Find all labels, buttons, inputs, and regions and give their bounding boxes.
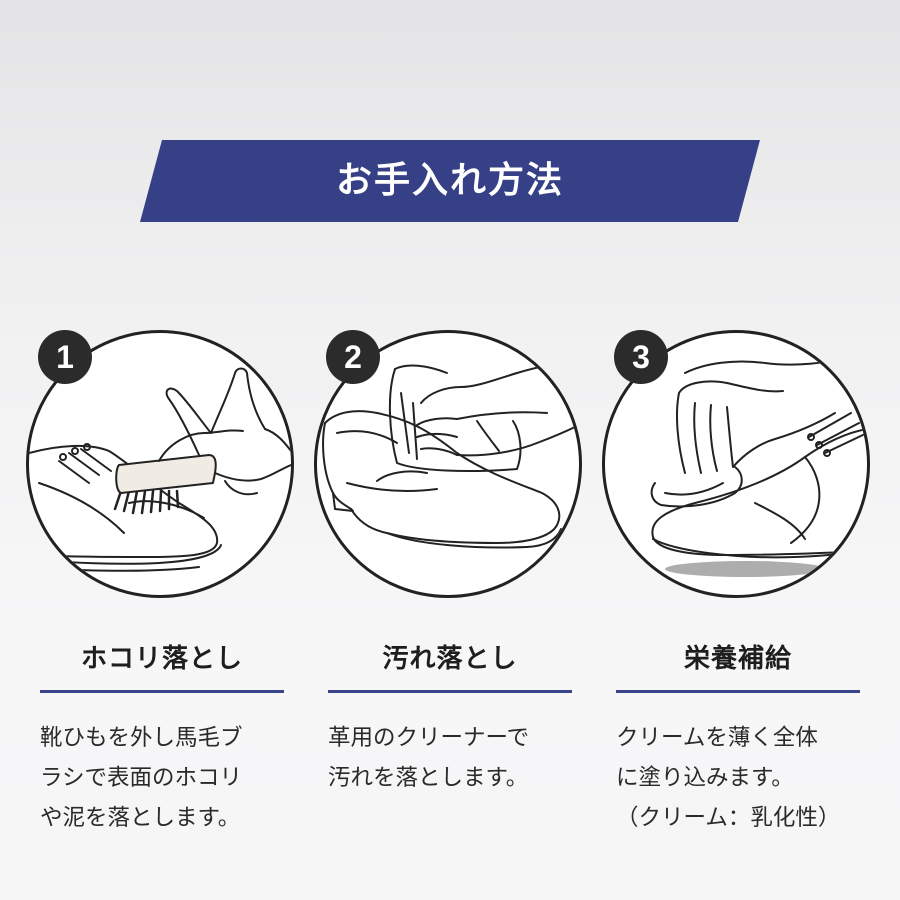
step-3: 3 栄養補給 クリームを薄く全体 に塗り込みます。 （クリーム：乳化性） (598, 330, 878, 850)
wiping-shoe-illustration (322, 360, 579, 549)
title-banner: お手入れ方法 (140, 140, 760, 222)
step-1: 1 ホコリ落とし 靴ひもを外し馬毛ブ ラシで表面のホコリ や泥を落とします。 (22, 330, 302, 850)
step-3-number-badge: 3 (614, 330, 668, 384)
step-2-description: 革用のクリーナーで 汚れを落とします。 (328, 725, 530, 791)
step-2: 2 汚れ落とし 革用のクリーナーで 汚れを落とします。 (310, 330, 590, 850)
step-1-divider (40, 690, 284, 693)
step-3-title: 栄養補給 (683, 644, 792, 674)
step-2-number-badge: 2 (326, 330, 380, 384)
banner-shape (140, 140, 760, 222)
page-title: お手入れ方法 (335, 160, 564, 201)
applying-cream-illustration (650, 356, 867, 577)
brushing-shoe-illustration (29, 367, 291, 572)
step-3-divider (616, 690, 860, 693)
step-3-description: クリームを薄く全体 に塗り込みます。 （クリーム：乳化性） (616, 725, 841, 831)
step-2-title: 汚れ落とし (382, 644, 518, 674)
step-1-title: ホコリ落とし (80, 644, 243, 674)
step-1-description: 靴ひもを外し馬毛ブ ラシで表面のホコリ や泥を落とします。 (40, 725, 243, 831)
step-2-divider (328, 690, 572, 693)
step-1-number-badge: 1 (38, 330, 92, 384)
step-1-illustration (26, 330, 294, 598)
